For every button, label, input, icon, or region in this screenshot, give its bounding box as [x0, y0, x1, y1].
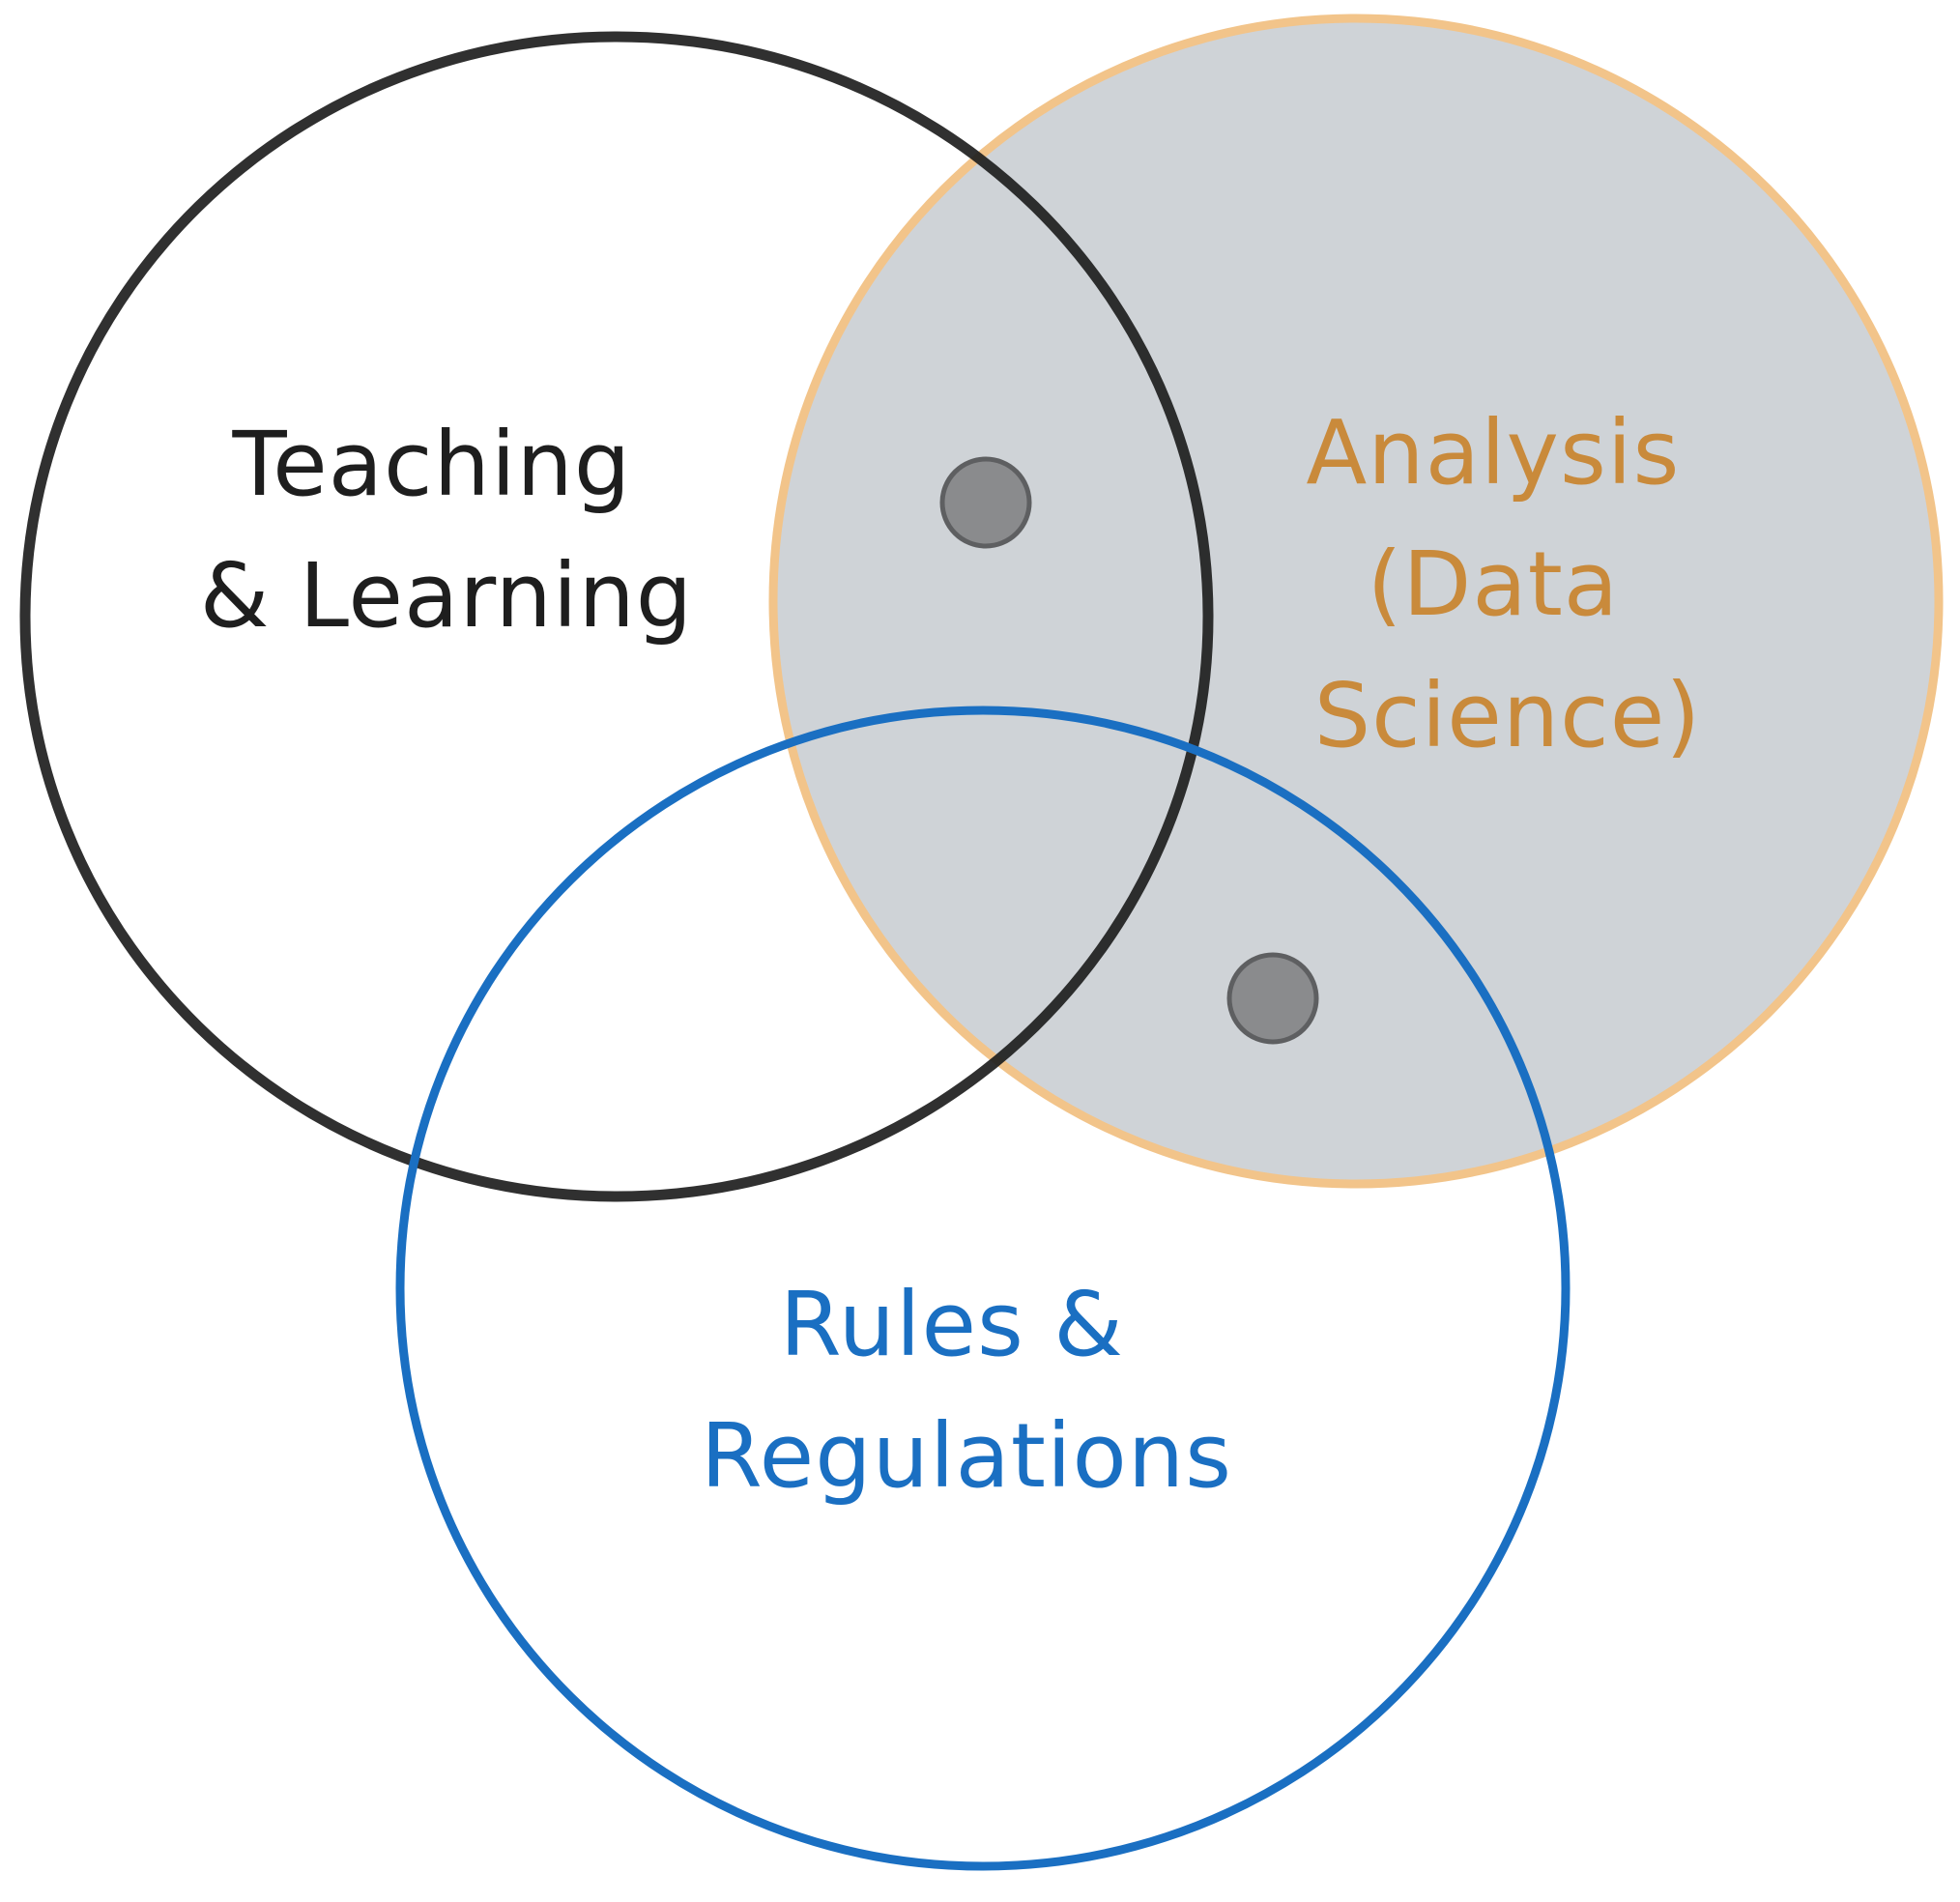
rules-label-line-1: Rules & — [780, 1273, 1124, 1376]
analysis-label-line-1: Analysis — [1306, 401, 1680, 504]
marker-teaching-analysis — [939, 456, 1032, 549]
teaching-label-line-1: Teaching — [232, 413, 632, 516]
teaching-label-line-2: & Learning — [200, 544, 693, 648]
analysis-label-line-2: (Data — [1368, 533, 1620, 636]
rules-label-line-2: Regulations — [701, 1404, 1232, 1508]
rules-circle — [395, 706, 1571, 1871]
analysis-set — [768, 14, 1944, 1189]
teaching-label: Teaching & Learning — [200, 413, 693, 648]
analysis-label-line-3: Science) — [1314, 664, 1702, 767]
teaching-circle — [19, 31, 1214, 1202]
marker-analysis-rules — [1226, 952, 1319, 1045]
analysis-circle — [768, 14, 1944, 1189]
teaching-set — [19, 31, 1214, 1202]
analysis-label: Analysis (Data Science) — [1306, 401, 1709, 767]
rules-label: Rules & Regulations — [701, 1273, 1232, 1508]
rules-set — [395, 706, 1571, 1871]
